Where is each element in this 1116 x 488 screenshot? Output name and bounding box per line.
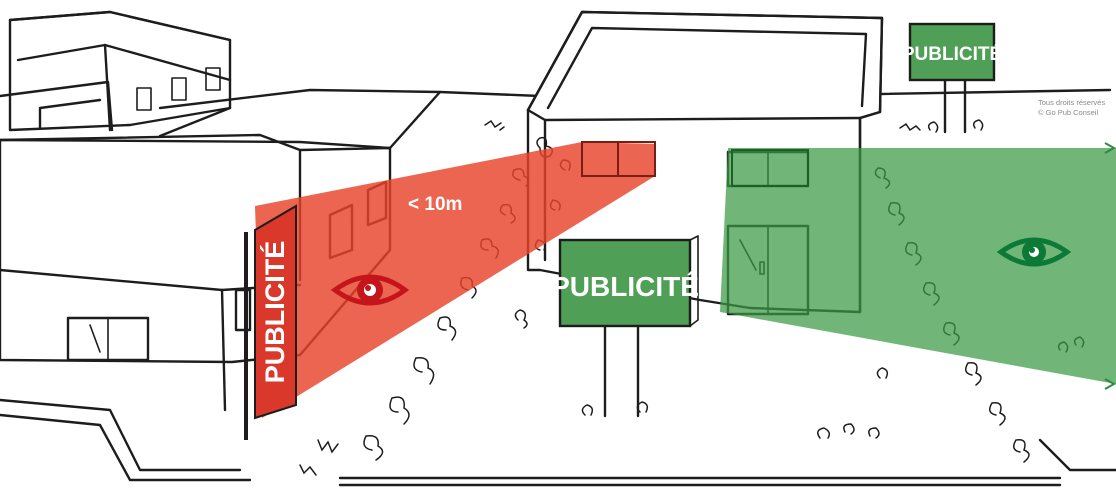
left-back-building: [0, 10, 232, 132]
ground-lines: [338, 88, 1116, 487]
copyright-line-1: Tous droits réservés: [1038, 98, 1105, 107]
arrow-right-icon: [1104, 142, 1116, 390]
red-visibility-zone: [255, 142, 656, 418]
red-zone-window: [581, 141, 656, 177]
eye-icon-green: [996, 237, 1072, 267]
green-visibility-zone: [720, 148, 1116, 384]
small-billboard-label: PUBLICITÉ: [902, 43, 1002, 65]
green-zone-window: [731, 149, 809, 187]
eye-icon-red: [330, 274, 410, 306]
center-billboard-label: PUBLICITÉ: [551, 271, 699, 302]
vertical-totem-label: PUBLICITÉ: [259, 241, 290, 384]
vertical-totem-sign: PUBLICITÉ: [244, 204, 297, 440]
distance-label: < 10m: [408, 194, 462, 215]
center-billboard: PUBLICITÉ: [551, 235, 699, 418]
copyright-line-2: © Go Pub Conseil: [1038, 108, 1098, 117]
small-billboard: PUBLICITÉ: [902, 22, 1002, 134]
